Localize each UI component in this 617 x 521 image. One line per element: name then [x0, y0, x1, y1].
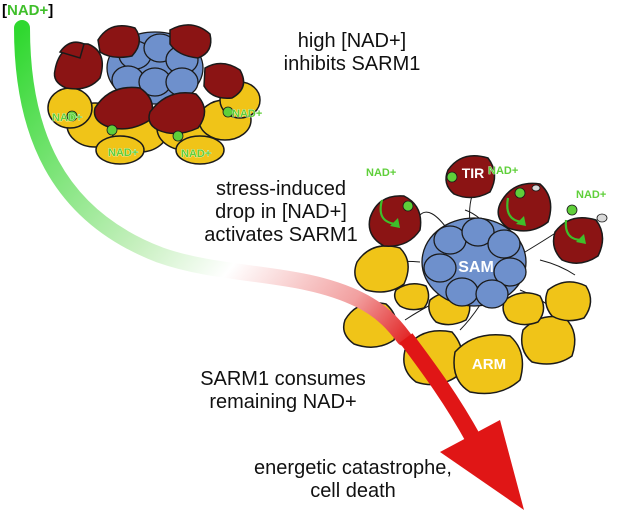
caption-stress-drop: stress-induced drop in [NAD+] activates … — [204, 178, 358, 246]
tir-label: TIR — [462, 165, 485, 181]
nad-label: NAD+ — [366, 167, 396, 179]
nad-level-path — [14, 20, 412, 346]
tir-domains-active — [368, 155, 604, 264]
activated-sarm1-complex: TIR SAM ARM NAD+ NAD+ NAD+ — [342, 155, 608, 395]
nad-products — [531, 184, 608, 223]
nad-turnover-heads — [390, 216, 586, 244]
inhibited-sarm1-complex: NAD+ NAD+ NAD+ NAD+ — [47, 24, 263, 165]
nad-labels-inhibited: NAD+ NAD+ NAD+ NAD+ — [52, 108, 263, 161]
nad-molecules-inhibited — [66, 106, 234, 142]
sam-label: SAM — [458, 259, 494, 276]
caption-high-nad: high [NAD+] inhibits SARM1 — [283, 30, 421, 75]
caption-catastrophe: energetic catastrophe, cell death — [254, 457, 452, 502]
sam-core-active — [421, 217, 527, 309]
nad-corner-text: NAD+ — [7, 2, 49, 19]
bracket-open: [ — [2, 2, 7, 19]
arm-domains-inhibited — [47, 81, 261, 165]
tir-domains-inhibited — [53, 24, 245, 135]
arm-label: ARM — [472, 356, 506, 373]
bracket-close: ] — [48, 2, 54, 19]
nad-label: NAD+ — [488, 165, 518, 177]
nad-corner-label: [NAD+] — [2, 2, 53, 19]
nad-label: NAD+ — [576, 189, 606, 201]
nad-label: NAD+ — [52, 112, 82, 124]
nad-label: NAD+ — [232, 108, 262, 120]
caption-consumes: SARM1 consumes remaining NAD+ — [200, 368, 366, 413]
nad-molecules-active — [402, 171, 578, 216]
nad-labels-active: NAD+ NAD+ NAD+ — [366, 165, 607, 202]
nad-label: NAD+ — [108, 147, 138, 159]
catastrophe-arrow — [399, 333, 524, 510]
nad-label: NAD+ — [181, 148, 211, 160]
